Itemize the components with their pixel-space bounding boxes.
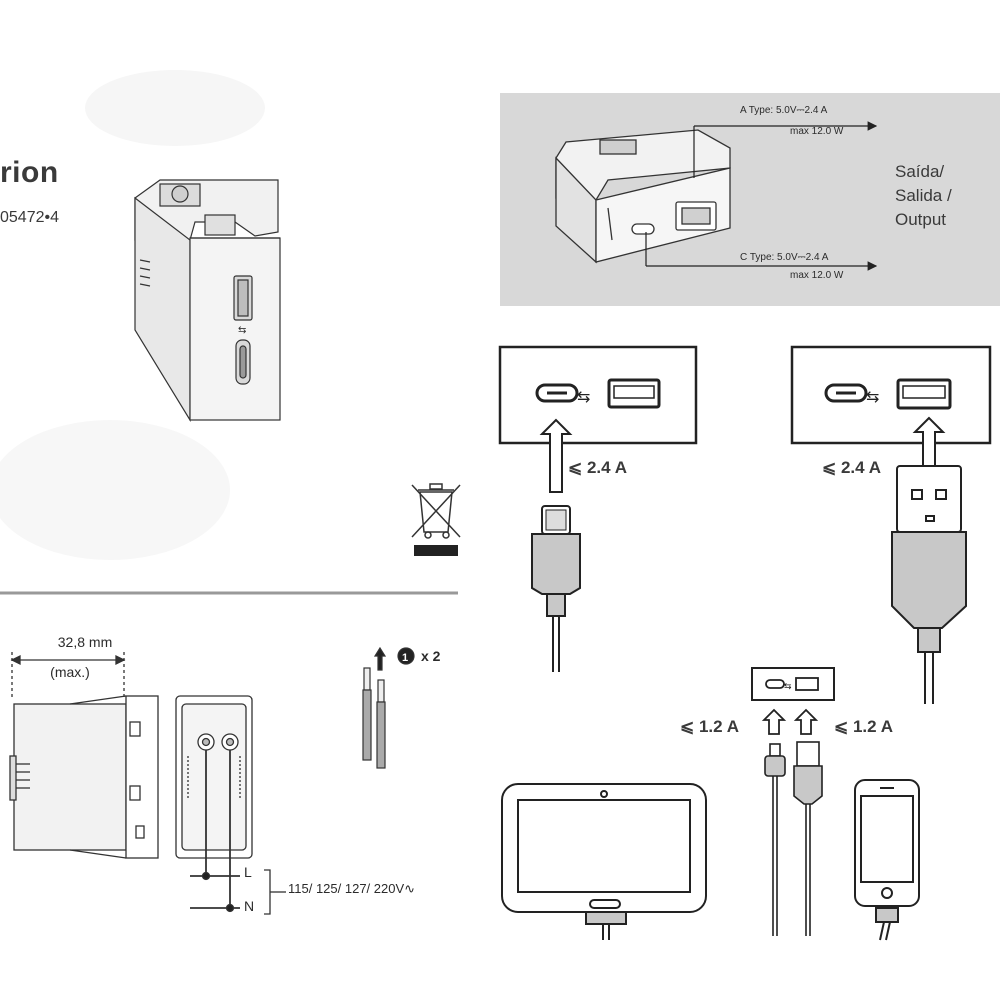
micro-usb-cable	[764, 743, 786, 936]
c-type-max: max 12.0 W	[790, 270, 844, 281]
usb-a-cable	[891, 465, 967, 704]
output-label: Saída/ Salida / Output	[895, 160, 952, 232]
module-drawing: ⇆	[134, 179, 281, 423]
a-type-max: max 12.0 W	[790, 126, 844, 137]
wire-strip-icon	[362, 646, 415, 769]
output-label-es: Salida /	[895, 186, 952, 205]
usb-a-port-panel: ⇆	[790, 345, 992, 445]
weee-bin-icon	[411, 483, 461, 556]
tablet-icon	[501, 783, 707, 940]
wire-n-label: N	[244, 898, 255, 914]
depth-value: 32,8 mm	[57, 634, 113, 650]
svg-text:⇆: ⇆	[866, 387, 879, 406]
voltage-label: 115/ 125/ 127/ 220V∿	[288, 881, 416, 896]
depth-note: (max.)	[50, 664, 90, 680]
svg-text:⇆: ⇆	[784, 682, 792, 692]
left-shared-current-label: ⩽ 1.2 A	[680, 717, 739, 736]
product-title: rion	[0, 156, 59, 189]
product-code: 05472•4	[0, 209, 59, 226]
usb-c-cable	[531, 505, 581, 672]
wire-l-label: L	[244, 864, 252, 880]
usb-a-current-label: ⩽ 2.4 A	[822, 458, 881, 477]
output-label-en: Output	[895, 210, 947, 229]
output-label-pt: Saída/	[895, 162, 945, 181]
right-shared-current-label: ⩽ 1.2 A	[834, 717, 893, 736]
up-arrow-icon	[539, 418, 573, 493]
shared-ports-panel: ⇆	[751, 667, 835, 701]
usb-c-current-label: ⩽ 2.4 A	[568, 458, 627, 477]
usb-c-port-panel: ⇆	[498, 345, 698, 445]
phone-icon	[854, 779, 920, 941]
module-side-view	[9, 652, 159, 859]
usb-symbol-icon: ⇆	[577, 387, 590, 406]
usb-a-small-cable	[793, 741, 823, 936]
step-count: x 2	[421, 648, 441, 664]
a-type-spec: A Type: 5.0V⎓2.4 A	[740, 105, 828, 116]
svg-text:⇆: ⇆	[238, 325, 246, 336]
c-type-spec: C Type: 5.0V⎓2.4 A	[740, 252, 829, 263]
step-number-badge: 1	[402, 652, 408, 664]
module-back-view	[175, 695, 286, 915]
module-in-panel	[555, 129, 731, 264]
